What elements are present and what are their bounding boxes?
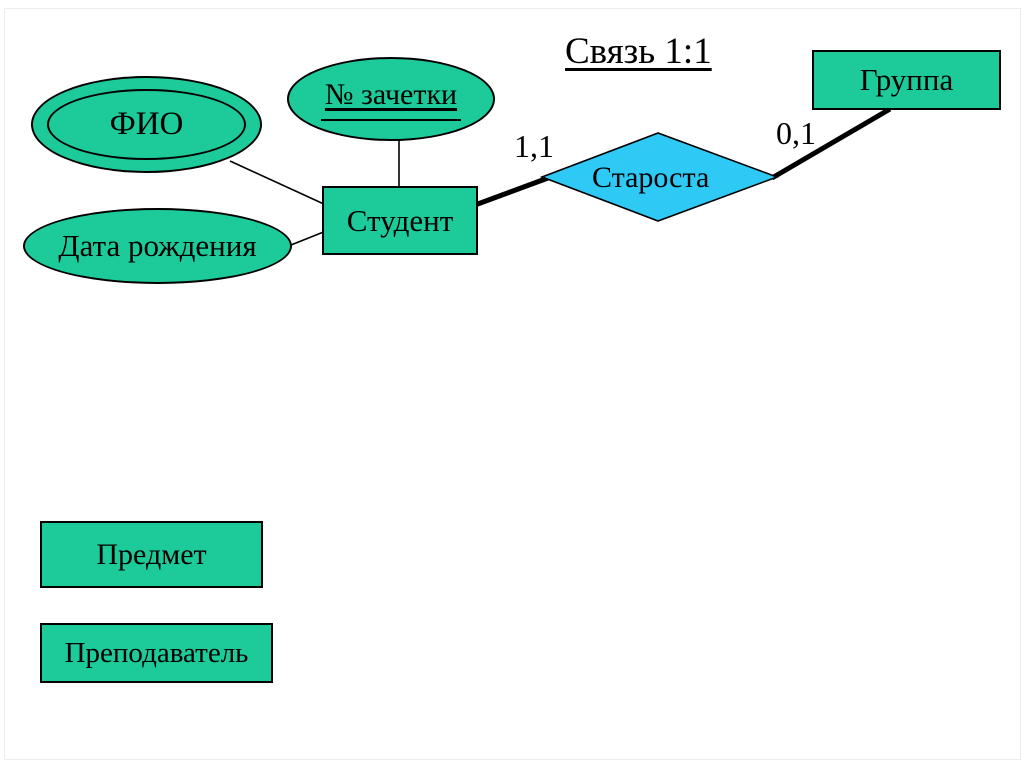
attribute-label-zachetka: № зачетки [320,78,462,121]
attribute-ellipse-zachetka: № зачетки [287,57,495,141]
attribute-ellipse-fio: ФИО [31,76,262,173]
cardinality-label-0-1: 0,1 [776,115,816,151]
attribute-label-fio: ФИО [109,106,184,142]
attribute-label-birthdate: Дата рождения [58,228,257,263]
entity-rect-teacher: Преподаватель [40,623,273,683]
fio-inner-ring [47,89,246,160]
relationship-label-starosta: Староста [592,161,710,194]
connector-fio-student [229,160,327,206]
cardinality-label-1-1: 1,1 [514,128,554,164]
entity-label-group: Группа [859,62,954,97]
relationship-diamond-starosta [539,132,780,222]
entity-rect-subject: Предмет [40,521,263,588]
entity-label-subject: Предмет [96,537,207,571]
entity-label-teacher: Преподаватель [64,636,249,669]
slide-title: Связь 1:1 [565,31,712,72]
entity-rect-student: Студент [322,186,478,255]
connector-student-starosta [474,175,549,208]
attribute-ellipse-birthdate: Дата рождения [23,208,292,284]
entity-label-student: Студент [346,202,454,238]
connector-starosta-group [770,106,892,181]
entity-rect-group: Группа [812,50,1001,110]
connector-birthdate-student [285,230,327,248]
